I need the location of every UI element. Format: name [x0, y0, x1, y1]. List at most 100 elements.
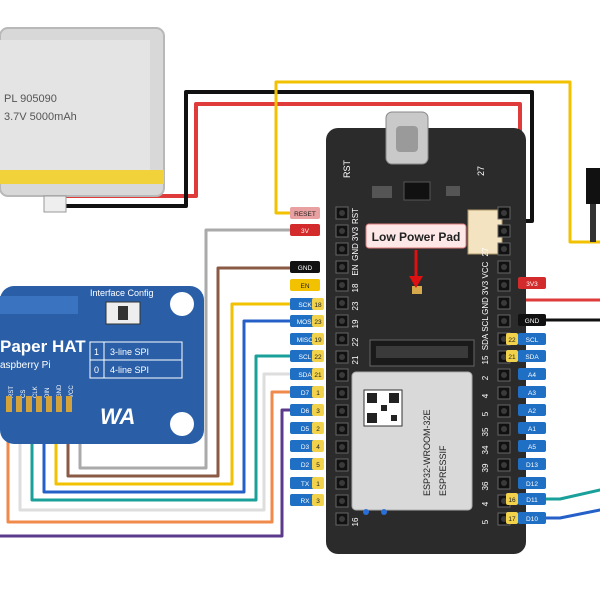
header-pin-hole: [501, 228, 507, 234]
left-tag-tx: TX 1: [290, 477, 324, 489]
header-label: RST: [351, 208, 360, 224]
header-label: 19: [351, 319, 360, 328]
reset-yellow-wire: [274, 80, 600, 244]
tag-num: 17: [508, 516, 516, 523]
header-pin-hole: [339, 336, 345, 342]
header-pin-hole: [339, 246, 345, 252]
tag-num: 5: [316, 462, 320, 469]
left-tag-rx: RX 3: [290, 494, 324, 506]
header-pin-hole: [501, 462, 507, 468]
header-pin-hole: [501, 354, 507, 360]
header-pin-hole: [501, 210, 507, 216]
callout-text: Low Power Pad: [372, 230, 461, 244]
tag-num-badge: [312, 350, 324, 362]
header-pin-hole: [339, 264, 345, 270]
config-row-1-num: 1: [94, 347, 99, 357]
header-label: GND: [351, 243, 360, 261]
header-label: 39: [481, 463, 490, 472]
header-label: 22: [351, 337, 360, 346]
tag-pill: [518, 333, 546, 345]
tag-num: 18: [314, 302, 322, 309]
header-pin-hole: [501, 390, 507, 396]
header-label: 16: [351, 517, 360, 526]
left-tag-d2: D2 5: [290, 458, 324, 470]
right-tag-d12: D12: [518, 477, 546, 489]
tag-num-badge: [506, 493, 518, 505]
tag-label: TX: [301, 481, 310, 488]
tag-label: RX: [300, 498, 310, 505]
tag-label: D3: [301, 444, 310, 451]
tag-num: 19: [314, 337, 322, 344]
tag-pill: [518, 368, 546, 380]
tag-label: D11: [526, 497, 538, 504]
tag-pill: [518, 440, 546, 452]
right-header: [497, 206, 511, 526]
right-tag-a3: A3: [518, 386, 546, 398]
tag-num-badge: [506, 333, 518, 345]
hat-gold-pin: [46, 396, 52, 412]
tag-num: 1: [316, 481, 320, 488]
tag-label: A2: [528, 408, 536, 415]
tag-label: D7: [301, 390, 310, 397]
hat-yellow-wire: [54, 302, 318, 486]
tag-label: D2: [301, 462, 310, 469]
right-tag-d11: 16 D11: [506, 493, 546, 505]
header-pin-hole: [339, 228, 345, 234]
header-label: 4: [481, 393, 490, 398]
board-label-rst-top: RST: [342, 159, 352, 178]
tag-pill: [290, 207, 320, 219]
callout-arrow-head: [409, 276, 423, 288]
hat-pin-label: GND: [57, 384, 63, 398]
tag-num: 3: [316, 498, 320, 505]
tag-label: D10: [526, 516, 538, 523]
tag-label: GND: [298, 265, 313, 272]
module-name: ESP32-WROOM-32E: [422, 409, 432, 496]
battery-label-line2: 3.7V 5000mAh: [4, 111, 77, 123]
tag-label: D5: [301, 426, 310, 433]
header-pin-hole: [339, 444, 345, 450]
hat-mount-hole-bottom: [170, 412, 194, 436]
tag-label: A3: [528, 390, 536, 397]
tag-num: 22: [508, 337, 516, 344]
pushbutton: [586, 168, 600, 242]
tag-pill: [518, 314, 546, 326]
tag-pill: [518, 422, 546, 434]
tag-num-badge: [312, 422, 324, 434]
left-tag-3v: 3V: [290, 224, 320, 236]
right-tag-d13: D13: [518, 458, 546, 470]
tag-num: 16: [508, 497, 516, 504]
tag-num-badge: [506, 512, 518, 524]
header-pin-hole: [339, 300, 345, 306]
config-row-1-label: 3-line SPI: [110, 347, 149, 357]
tag-num: 21: [508, 354, 516, 361]
header-pin-hole: [339, 408, 345, 414]
tag-label: A4: [528, 372, 536, 379]
tag-pill: [290, 261, 320, 273]
tag-num-badge: [312, 333, 324, 345]
hat-pin-label: RST: [9, 386, 15, 398]
header-label: 35: [481, 427, 490, 436]
tag-num: 3: [316, 408, 320, 415]
header-label: 27: [481, 247, 490, 256]
tag-label: D13: [526, 462, 538, 469]
tag-num: 4: [316, 444, 320, 451]
right-tag-a2: A2: [518, 404, 546, 416]
tag-label: A1: [528, 426, 536, 433]
left-tag-reset: RESET: [290, 207, 320, 219]
tag-label: D12: [526, 481, 538, 488]
board-label-27-top: 27: [476, 166, 486, 176]
hat-gold-pin: [16, 396, 22, 412]
tag-num: 23: [314, 319, 322, 326]
tag-label: MISO: [297, 337, 314, 344]
